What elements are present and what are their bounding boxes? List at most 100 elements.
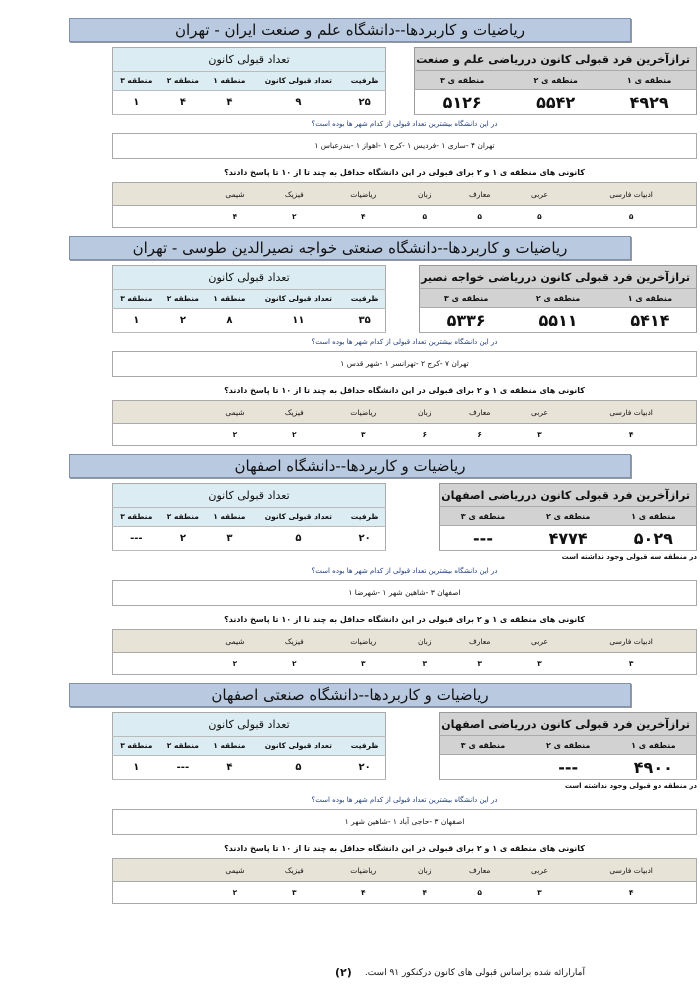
last-rank-table: ترازآخرین فرد قبولی کانون درریاضی اصفهان… [439,483,697,551]
subject-score: ۲ [291,659,297,668]
subject-score: ۵ [477,212,482,221]
subject-header: ریاضیات [323,858,403,882]
scores-question: کانونی های منطقه ی ۱ و ۲ برای قبولی در ا… [224,844,585,853]
footer-note: آمارارائه شده براساس قبولی های کانون درک… [364,968,585,978]
subject-header: زبان [402,400,447,424]
subject-score: ۳ [360,430,366,439]
subject-header: عربی [512,400,567,424]
count-col-header: ظرفیت [344,507,386,528]
last-rank-table: ترازآخرین فرد قبولی کانون درریاضی اصفهان… [439,712,697,780]
rank-value: --- [525,754,611,780]
subject-header: فیزیک [264,400,324,424]
scores-question: کانونی های منطقه ی ۱ و ۲ برای قبولی در ا… [224,386,585,395]
subject-header: ادبیات فارسی [566,858,697,882]
rank-value: ۴۹۲۹ [602,89,697,115]
rank-col-header: منطقه ی ۲ [525,506,611,526]
subject-header: شیمی [205,182,265,206]
count-col-header: ظرفیت [344,289,386,310]
count-col-header: ظرفیت [344,71,386,92]
rank-value: ۵۰۲۹ [610,525,697,551]
subject-score: ۵ [628,212,634,221]
university-section: ریاضیات و کاربردها--دانشگاه صنعتی خواجه … [0,236,700,446]
rank-header: ترازآخرین فرد قبولی کانون درریاضی خواجه … [419,265,697,289]
tables-row: ترازآخرین فرد قبولی کانون درریاضی خواجه … [112,265,697,333]
subject-score: ۴ [628,430,634,439]
subject-header: فیزیک [264,858,324,882]
count-value: ۹ [252,90,345,115]
count-value: ۴ [206,755,253,780]
count-col-header: منطقه ۲ [159,289,207,310]
subject-score: ۳ [422,659,428,668]
subject-score: ۳ [291,888,297,897]
subject-score: ۲ [232,430,238,439]
subject-header: ادبیات فارسی [566,400,697,424]
tables-row: ترازآخرین فرد قبولی کانون درریاضی اصفهان… [112,483,697,551]
subject-score: ۳ [537,659,542,668]
count-col-header: منطقه ۳ [112,736,160,757]
scores-question: کانونی های منطقه ی ۱ و ۲ برای قبولی در ا… [224,615,585,624]
count-value: --- [112,526,160,551]
subject-header: زبان [402,629,447,653]
rank-value: ۵۳۳۶ [419,307,513,333]
empty-cell [113,424,206,446]
rank-note: در منطقه دو قبولی وجود نداشته است [564,782,697,790]
rank-value: ۵۱۲۶ [414,89,510,115]
tables-row: ترازآخرین فرد قبولی کانون درریاضی علم و … [112,47,697,115]
count-value: ۸ [206,308,253,333]
document-page: ریاضیات و کاربردها--دانشگاه علم و صنعت ا… [0,18,700,904]
subject-score: ۵ [477,888,482,897]
subject-score: ۴ [628,888,634,897]
subject-score: ۲ [291,430,297,439]
rank-value: ۵۵۱۱ [512,307,604,333]
rank-col-header: منطقه ی ۳ [439,735,526,755]
count-value: ۱ [112,755,160,780]
cities-question: در این دانشگاه بیشترین تعداد قبولی از کد… [311,338,498,346]
subject-header: ریاضیات [323,400,403,424]
subject-score: ۴ [422,888,428,897]
empty-cell [112,182,205,206]
subject-score: ۳ [537,430,542,439]
count-col-header: تعداد قبولی کانون [252,71,345,92]
rank-note: در منطقه سه قبولی وجود نداشته است [561,553,697,561]
subject-score: ۳ [628,659,634,668]
section-title: ریاضیات و کاربردها--دانشگاه اصفهان [69,454,631,478]
rank-col-header: منطقه ی ۱ [602,70,697,90]
cities-answer: تهران ۷ -کرج ۲ -تهرانسر ۱ -شهر قدس ۱ [112,351,697,377]
rank-header: ترازآخرین فرد قبولی کانون درریاضی اصفهان [439,483,697,507]
count-value: ۵ [252,755,345,780]
last-rank-table: ترازآخرین فرد قبولی کانون درریاضی علم و … [414,47,697,115]
count-header: تعداد قبولی کانون [112,483,386,508]
subject-header: عربی [512,182,567,206]
count-col-header: منطقه ۳ [112,507,160,528]
rank-value: ۴۷۷۴ [525,525,611,551]
count-value: ۴ [206,90,253,115]
count-header: تعداد قبولی کانون [112,265,386,290]
page-number: (۲) [335,966,352,979]
empty-cell [112,858,205,882]
rank-header: ترازآخرین فرد قبولی کانون درریاضی علم و … [414,47,697,71]
rank-col-header: منطقه ی ۳ [419,288,513,308]
empty-cell [113,882,206,904]
subject-score: ۳ [537,888,542,897]
count-col-header: منطقه ۱ [206,289,253,310]
subject-score: ۳ [477,659,482,668]
subject-header: ادبیات فارسی [566,182,697,206]
rank-col-header: منطقه ی ۱ [603,288,697,308]
subject-score: ۶ [477,430,482,439]
count-value: --- [159,755,207,780]
university-section: ریاضیات و کاربردها--دانشگاه علم و صنعت ا… [0,18,700,228]
count-value: ۲۰ [344,755,386,780]
subject-header: عربی [512,629,567,653]
count-col-header: منطقه ۳ [112,289,160,310]
subject-score: ۵ [537,212,542,221]
subject-score: ۴ [360,888,366,897]
subject-score: ۴ [360,212,366,221]
empty-cell [113,653,206,675]
subject-header: فیزیک [264,182,324,206]
subject-score: ۵ [422,212,428,221]
